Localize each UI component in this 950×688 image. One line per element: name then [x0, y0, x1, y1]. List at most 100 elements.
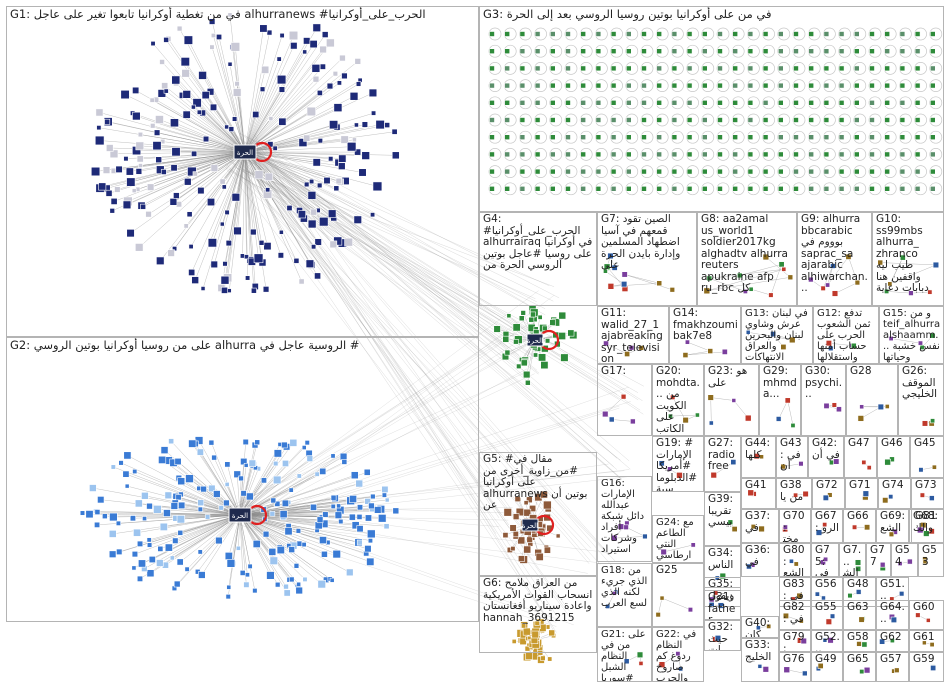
- group-panel-g37: G37: في: [741, 509, 779, 543]
- group-panel-g22: G22: في النظام ردوغ كم صاروخ والحرب العظ…: [652, 627, 704, 682]
- group-label: G3: في من على أوكرانيا بوتين روسيا الروس…: [483, 8, 941, 20]
- node-icon: [516, 364, 521, 369]
- group-panel-g26: G26: الموقف الخليجي: [898, 364, 944, 436]
- group-label: G26: الموقف الخليجي: [902, 366, 941, 401]
- group-label: G11: walid_27_1 ajabreaking syr_televisi…: [601, 308, 666, 364]
- node-icon: [558, 332, 565, 339]
- group-label: G76: [783, 654, 808, 666]
- group-label: G64...: [880, 602, 906, 625]
- group-panel-g7: G7: الصين تقود قمعهم في آسيا اضطهاد المس…: [597, 212, 697, 306]
- group-panel-g55: G55: [811, 600, 843, 630]
- node-icon: [533, 353, 537, 357]
- group-label: G52...: [815, 632, 840, 652]
- group-label: G63: [847, 602, 873, 614]
- group-panel-g49: G49: [811, 652, 843, 682]
- group-panel-g12: G12: تدفع ثمن الشعوب الحرب على حساب أمنه…: [813, 306, 879, 364]
- group-label: G83: في: [783, 579, 808, 602]
- node-icon: [538, 315, 542, 319]
- group-label: G10: ss99mbs alhurra_ zhranco طيب ليه وا…: [876, 214, 941, 295]
- group-panel-g45: G45: [910, 436, 944, 478]
- group-panel-g62: G62: [876, 630, 909, 652]
- group-panel-g71: G71: [845, 478, 878, 509]
- group-panel-g80: G80: الشع: [779, 543, 811, 577]
- group-panel-g25: G25: [652, 563, 704, 627]
- group-label: G6: من العراق ملامح انسحاب القوات الأمري…: [483, 578, 594, 624]
- group-panel-g57: G57: [876, 652, 909, 682]
- group-panel-g61: G61: [909, 630, 944, 652]
- node-icon: [559, 312, 566, 319]
- group-panel-g16: G16: الإمارات عبدالله دائل شبكة أفراد وش…: [597, 476, 652, 562]
- group-label: G66: [847, 511, 873, 523]
- group-panel-g33: G33: الخليج: [741, 638, 779, 682]
- group-panel-g8: G8: aa2amal us_world1 soldier2017kg algh…: [697, 212, 797, 306]
- group-label: G70: مختص: [783, 511, 808, 543]
- group-panel-g47: G47: [844, 436, 877, 478]
- group-panel-g79: G79: واش: [779, 630, 811, 652]
- group-panel-g40: G40: كان وان: [741, 616, 779, 638]
- group-panel-g38: G38 من يا: [776, 478, 812, 509]
- group-label: G37: في: [745, 511, 776, 534]
- group-label: G38 من يا: [780, 480, 809, 503]
- group-label: G13: في لبنان عرش وشاوي لبنان والبحرين و…: [745, 308, 810, 364]
- node-icon: [507, 314, 511, 318]
- group-label: G58: [847, 632, 873, 644]
- group-label: G30: psychi...: [805, 366, 843, 401]
- node-icon: [505, 350, 510, 355]
- group-label: G67: الرو: [815, 511, 840, 534]
- group-label: G31: father born: [708, 592, 738, 620]
- group-panel-g28: G28: [846, 364, 898, 436]
- group-panel-g2: G2: على من روسيا أوكرانيا بوتين الروسي a…: [6, 337, 479, 622]
- group-panel-g23: G23: هو على: [704, 364, 759, 436]
- group-label: G23: هو على: [708, 366, 756, 389]
- group-label: G75: في: [815, 545, 836, 577]
- group-label: G1: في من تغطية أوكرانيا تابعوا تغير على…: [10, 8, 476, 20]
- node-icon: [529, 317, 534, 322]
- group-label: G48: [847, 579, 873, 591]
- group-panel-g75: G75: في: [811, 543, 839, 577]
- group-label: G27: radio free: [708, 438, 738, 473]
- group-panel-g32: G32: حيث بات التهديد: [704, 620, 741, 651]
- group-panel-g11: G11: walid_27_1 ajabreaking syr_televisi…: [597, 306, 669, 364]
- group-label: G15: و من teif_alhurra alshaamm... نفس خ…: [883, 308, 941, 364]
- group-label: G29: mhmda...: [763, 366, 798, 401]
- group-label: G43: في أن: [780, 438, 805, 473]
- group-label: G82: في: [783, 602, 808, 625]
- node-icon: [538, 354, 545, 361]
- group-label: G33: الخليج: [745, 640, 776, 663]
- group-label: G7: الصين تقود قمعهم في آسيا اضطهاد المس…: [601, 214, 694, 272]
- group-panel-g70: G70: مختص: [779, 509, 811, 543]
- node-icon: [548, 657, 552, 661]
- group-panel-g76: G76: [779, 652, 811, 682]
- group-label: G42: في أن: [812, 438, 841, 461]
- group-panel-g24: G24: مع الطاعم النتي ارطاسي: [652, 515, 704, 563]
- group-panel-g21: G21: على من في النظام الشبل #سوريا: [597, 627, 652, 682]
- group-panel-g39: G39: تقريبا بيسي: [704, 492, 741, 546]
- group-label: G44: كلها: [745, 438, 773, 461]
- group-label: G79: واش: [783, 632, 808, 652]
- group-label: G18: من الذي جريء لكنه الذي لسع العرب: [601, 565, 649, 609]
- group-panel-g73: G73: [911, 478, 944, 509]
- node-icon: [550, 320, 556, 326]
- group-panel-g72: G72: [812, 478, 845, 509]
- node-icon: [494, 326, 501, 333]
- group-label: G74: [882, 480, 908, 492]
- node-icon: [519, 316, 524, 321]
- group-panel-g41: G41: [741, 478, 776, 509]
- group-label: G54: [895, 545, 915, 568]
- node-icon: [561, 354, 569, 362]
- group-label: G69: الشع: [880, 511, 906, 534]
- group-panel-g15: G15: و من teif_alhurra alshaamm... نفس خ…: [879, 306, 944, 364]
- group-panel-g19: G19: # الإمارات #أمريكا #الدبلوماسية: [652, 436, 704, 492]
- group-panel-g67: G67: الرو: [811, 509, 843, 543]
- group-panel-g60: G60: [909, 600, 944, 630]
- group-label: G45: [914, 438, 941, 450]
- group-panel-g14: G14: fmakhzoumi bak7e8: [669, 306, 741, 364]
- node-icon: [523, 371, 530, 378]
- group-panel-g7b: G7... الشع: [839, 543, 866, 577]
- group-label: G81: [915, 511, 941, 523]
- group-label: G77: [870, 545, 888, 568]
- group-label: G56: [815, 579, 840, 591]
- node-icon: [541, 656, 546, 661]
- group-panel-g1: G1: في من تغطية أوكرانيا تابعوا تغير على…: [6, 6, 479, 337]
- group-label: G24: مع الطاعم النتي ارطاسي: [656, 517, 701, 561]
